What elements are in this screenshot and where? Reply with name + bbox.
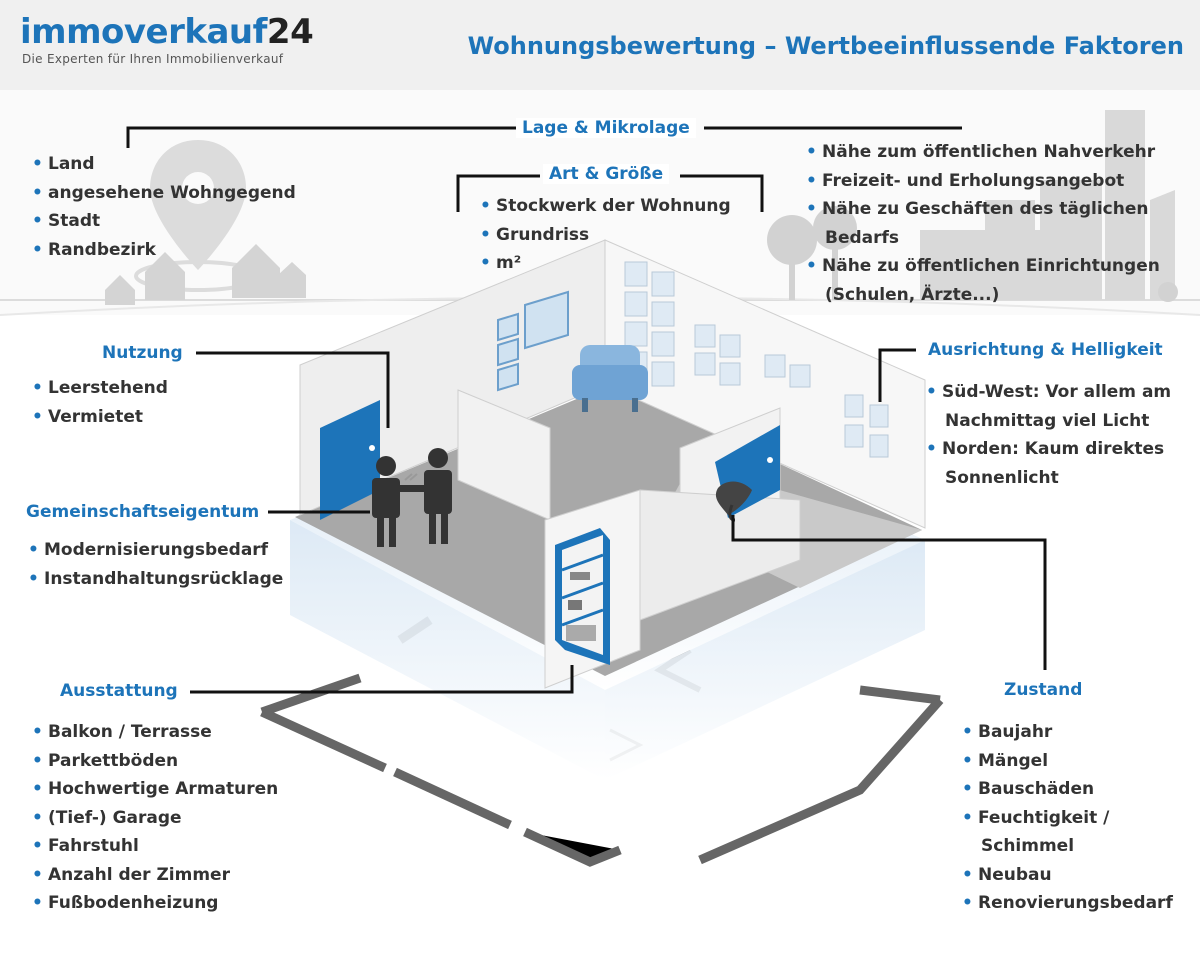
- list-item: Leerstehend: [32, 374, 168, 403]
- page-title: Wohnungsbewertung – Wertbeeinflussende F…: [467, 32, 1184, 60]
- people-handshake-icon: [372, 448, 452, 547]
- art-list: Stockwerk der Wohnung Grundriss m²: [480, 192, 731, 278]
- list-item: Freizeit- und Erholungsangebot: [806, 167, 1160, 196]
- list-item: Vermietet: [32, 403, 168, 432]
- nutzung-list: Leerstehend Vermietet: [32, 374, 168, 431]
- gemeinschaft-heading: Gemeinschaftseigentum: [20, 502, 266, 522]
- header-bar: immoverkauf24 Die Experten für Ihren Imm…: [0, 0, 1200, 90]
- list-item-continuation: Bedarfs: [825, 227, 900, 248]
- art-heading: Art & Größe: [543, 164, 670, 184]
- list-item: Bauschäden: [962, 775, 1173, 804]
- logo[interactable]: immoverkauf24: [20, 12, 314, 52]
- list-item: Fahrstuhl: [32, 832, 278, 861]
- list-item: Mängel: [962, 747, 1173, 776]
- list-item: Feuchtigkeit /: [962, 804, 1173, 833]
- list-item: Hochwertige Armaturen: [32, 775, 278, 804]
- key-icon: [404, 473, 418, 481]
- logo-number: 24: [266, 12, 314, 52]
- list-item: Stadt: [32, 207, 296, 236]
- gemeinschaft-list: Modernisierungsbedarf Instandhaltungsrüc…: [28, 536, 283, 593]
- list-item-continuation: Sonnenlicht: [945, 467, 1059, 488]
- armchair-icon: [572, 345, 648, 412]
- list-item: Stockwerk der Wohnung: [480, 192, 731, 221]
- bookshelf-icon: [555, 528, 610, 665]
- lage-left-list: Land angesehene Wohngegend Stadt Randbez…: [32, 150, 296, 264]
- ausstattung-heading: Ausstattung: [54, 681, 184, 701]
- ausrichtung-list: Süd-West: Vor allem am Nachmittag viel L…: [926, 378, 1171, 492]
- list-item: Nähe zum öffentlichen Nahverkehr: [806, 138, 1160, 167]
- logo-tagline: Die Experten für Ihren Immobilienverkauf: [22, 52, 284, 66]
- list-item: Neubau: [962, 861, 1173, 890]
- list-item: Instandhaltungsrücklage: [28, 565, 283, 594]
- nutzung-heading: Nutzung: [96, 343, 189, 363]
- list-item: Renovierungsbedarf: [962, 889, 1173, 918]
- list-item: Randbezirk: [32, 236, 296, 265]
- lage-heading: Lage & Mikrolage: [516, 118, 696, 138]
- list-item-continuation: Schimmel: [981, 836, 1075, 856]
- list-item: Parkettböden: [32, 747, 278, 776]
- list-item: angesehene Wohngegend: [32, 179, 296, 208]
- logo-text: immoverkauf: [20, 12, 267, 52]
- list-item: Anzahl der Zimmer: [32, 861, 278, 890]
- list-item: Fußbodenheizung: [32, 889, 278, 918]
- list-item: Norden: Kaum direktes: [926, 435, 1171, 464]
- lage-right-list: Nähe zum öffentlichen Nahverkehr Freizei…: [806, 138, 1160, 309]
- list-item: Nähe zu öffentlichen Einrichtungen: [806, 252, 1160, 281]
- list-item: Modernisierungsbedarf: [28, 536, 283, 565]
- list-item: Nähe zu Geschäften des täglichen: [806, 195, 1160, 224]
- zustand-list: Baujahr Mängel Bauschäden Feuchtigkeit /…: [962, 718, 1173, 918]
- list-item: Süd-West: Vor allem am: [926, 378, 1171, 407]
- zustand-heading: Zustand: [998, 680, 1089, 700]
- list-item-continuation: Nachmittag viel Licht: [945, 410, 1150, 431]
- window-icon: [624, 261, 889, 458]
- list-item: Land: [32, 150, 296, 179]
- connector-lines: [126, 126, 1047, 694]
- list-item: Balkon / Terrasse: [32, 718, 278, 747]
- list-item: m²: [480, 249, 731, 278]
- ausstattung-list: Balkon / Terrasse Parkettböden Hochwerti…: [32, 718, 278, 918]
- list-item: (Tief-) Garage: [32, 804, 278, 833]
- list-item-continuation: (Schulen, Ärzte...): [825, 284, 1000, 305]
- list-item: Grundriss: [480, 221, 731, 250]
- ausrichtung-heading: Ausrichtung & Helligkeit: [922, 340, 1169, 360]
- list-item: Baujahr: [962, 718, 1173, 747]
- picture-frame-icon: [497, 290, 569, 392]
